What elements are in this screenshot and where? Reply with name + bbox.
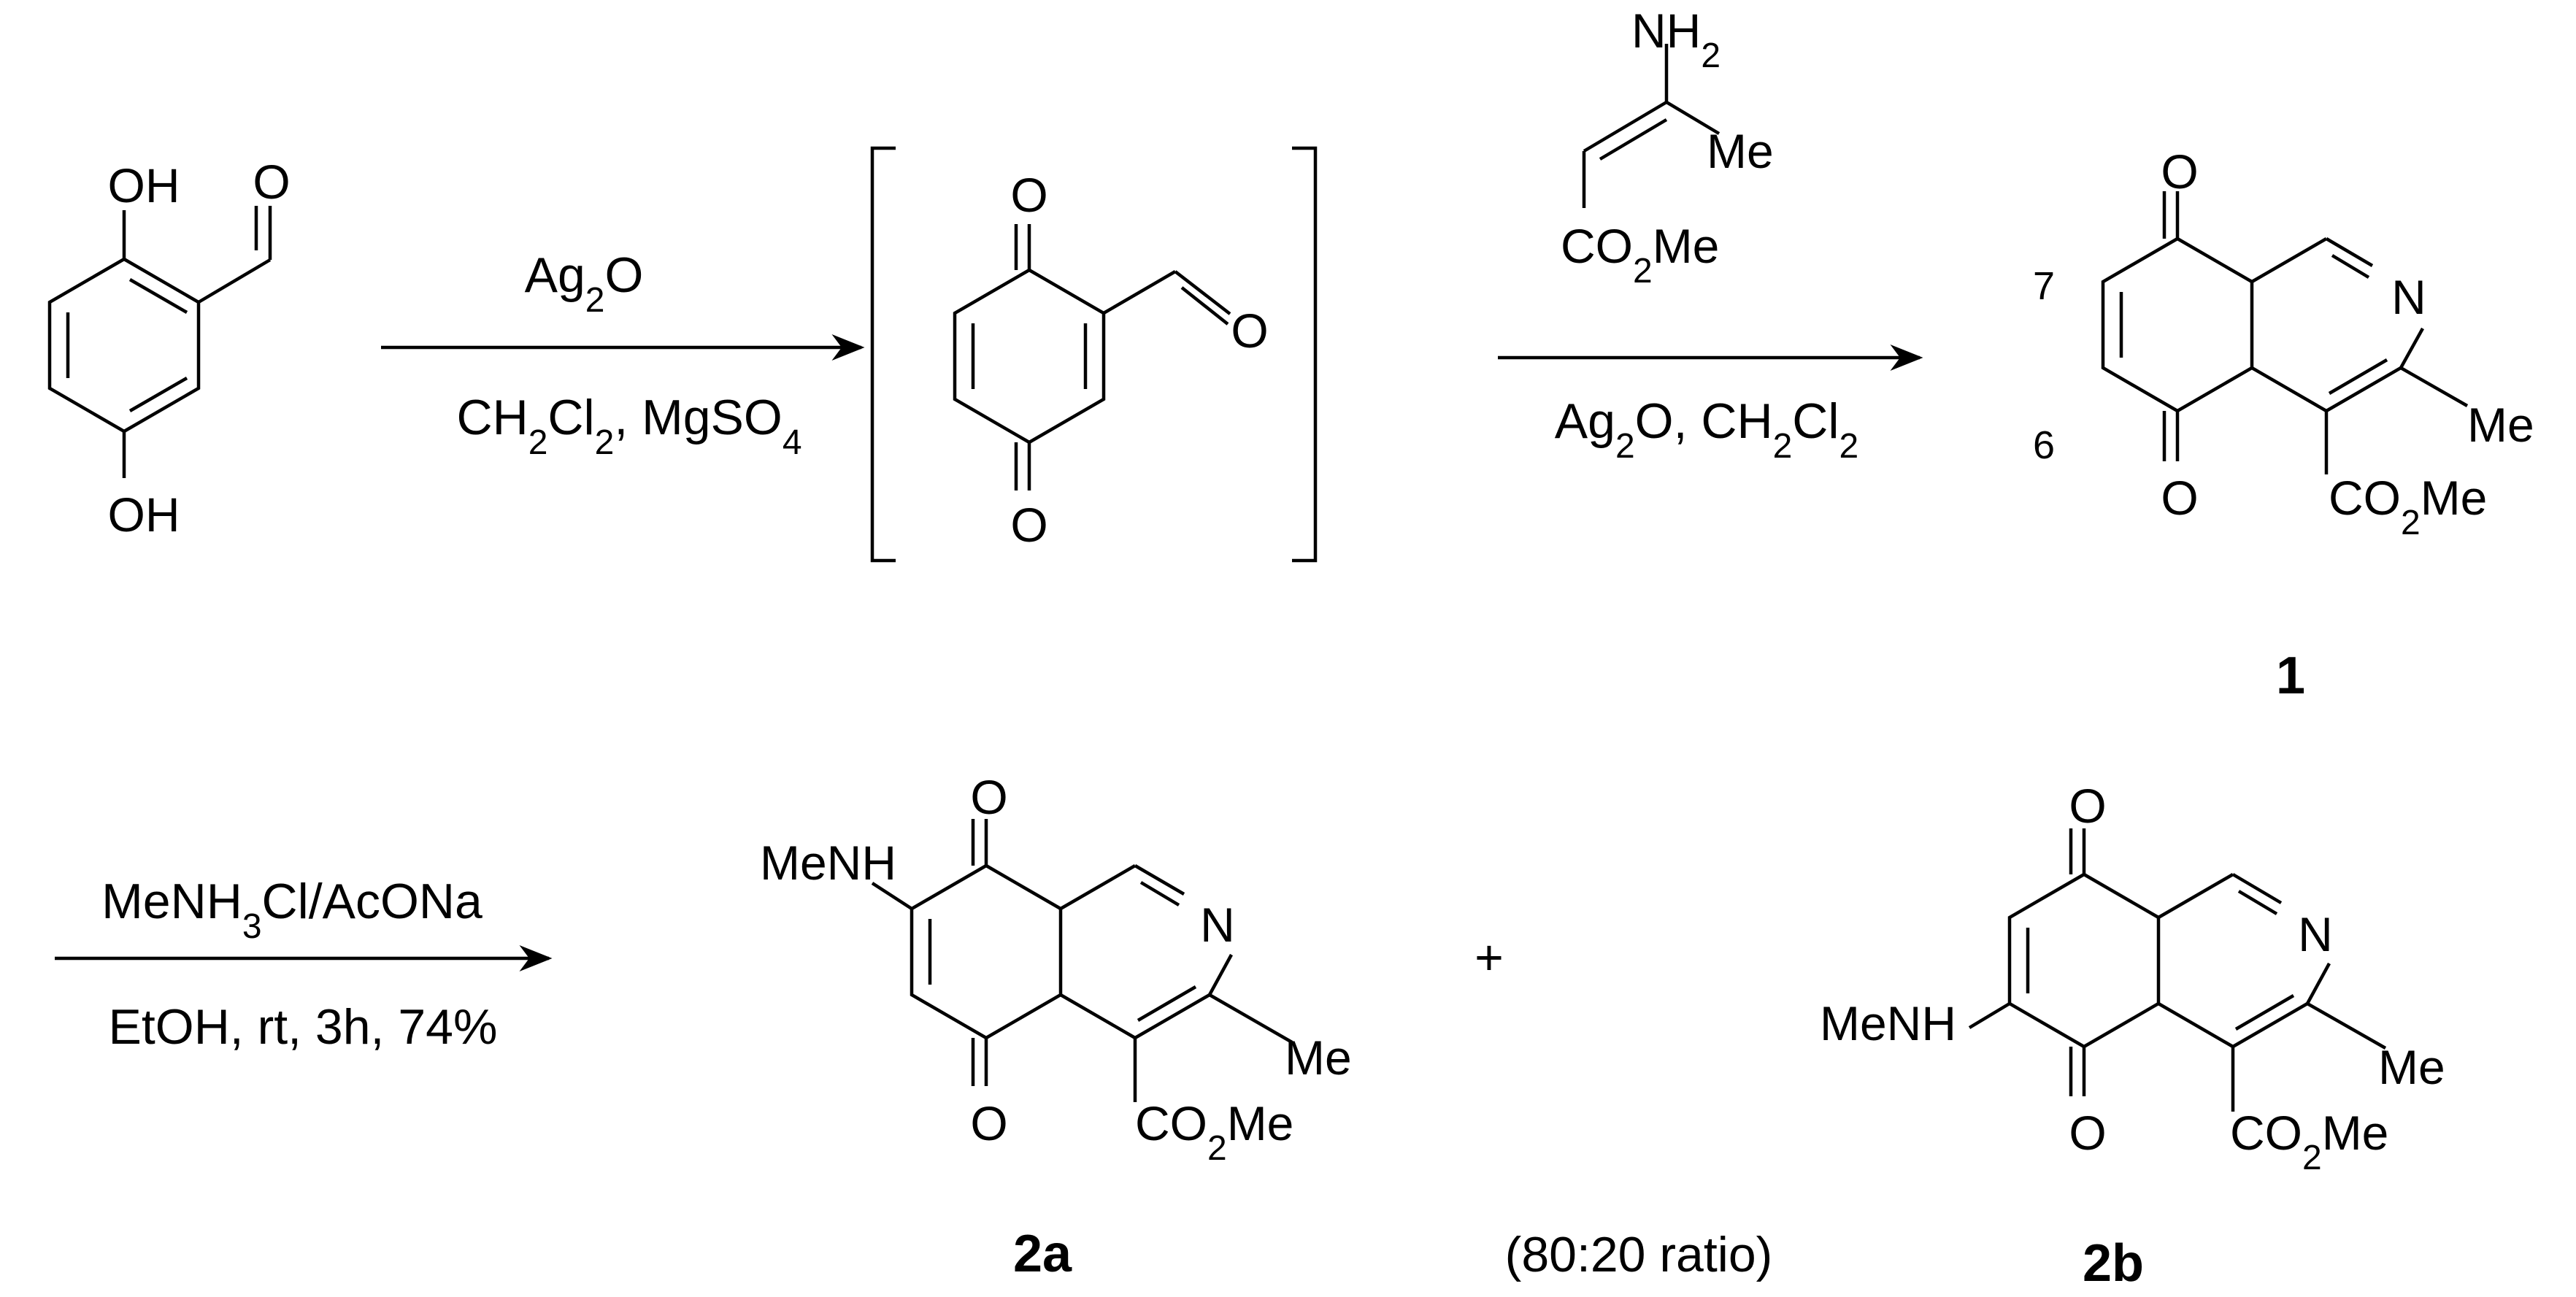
conditions-below-arrow-2: Ag2O, CH2Cl2	[1555, 393, 1858, 466]
compound-1-nitrogen-label: N	[2391, 270, 2426, 324]
intermediate-o-top-label: O	[1010, 168, 1047, 222]
compound-2b-o-top-label: O	[2069, 779, 2106, 833]
reaction-step-1: Ag2O CH2Cl2, MgSO4	[381, 247, 865, 462]
compound-2a-o-top-label: O	[970, 770, 1007, 824]
compound-2b-number: 2b	[2083, 1234, 2144, 1293]
compound-2a-number: 2a	[1013, 1225, 1072, 1283]
hydroxyl-top-label: OH	[108, 158, 180, 212]
conditions-below-arrow-1: CH2Cl2, MgSO4	[456, 390, 801, 462]
intermediate-o-bottom-label: O	[1010, 498, 1047, 552]
position-7-label: 7	[2033, 264, 2055, 308]
compound-2b-methyl-label: Me	[2378, 1040, 2445, 1094]
compound-2a-o-bottom-label: O	[970, 1096, 1007, 1150]
compound-1-ester-label: CO2Me	[2329, 471, 2487, 542]
enamine-reagent: NH2 Me CO2Me	[1561, 4, 1774, 290]
compound-2a-nitrogen-label: N	[1200, 898, 1235, 952]
intermediate-quinone: O O O	[870, 146, 1318, 563]
compound-2a-amine-label: MeNH	[760, 836, 896, 890]
plus-sign: +	[1475, 930, 1504, 985]
reagent-above-arrow-3: MeNH3Cl/AcONa	[101, 874, 482, 946]
compound-2b-nitrogen-label: N	[2298, 907, 2333, 961]
aldehyde-oxygen-label: O	[253, 155, 290, 209]
reaction-step-2: NH2 Me CO2Me Ag2O, CH2Cl2	[1498, 4, 1923, 466]
ratio-label: (80:20 ratio)	[1505, 1227, 1773, 1282]
position-6-label: 6	[2033, 423, 2055, 467]
compound-1-o-bottom-label: O	[2161, 471, 2198, 525]
compound-2a-ester-label: CO2Me	[1135, 1096, 1293, 1168]
reagent-above-arrow-1: Ag2O	[525, 247, 644, 320]
compound-1-o-top-label: O	[2161, 145, 2198, 199]
hydroxyl-bottom-label: OH	[108, 488, 180, 542]
reaction-step-3: MeNH3Cl/AcONa EtOH, rt, 3h, 74%	[55, 874, 553, 1055]
amine-nh2-label: NH2	[1631, 4, 1720, 75]
starting-material: OH OH O	[47, 155, 291, 542]
conditions-below-arrow-3: EtOH, rt, 3h, 74%	[109, 999, 498, 1055]
compound-1-number: 1	[2276, 647, 2305, 705]
compound-1: O O N Me CO2Me 7 6 1	[2033, 145, 2534, 705]
compound-1-methyl-label: Me	[2467, 398, 2534, 452]
compound-2b: O O N Me CO2Me MeNH 2b	[1820, 779, 2445, 1293]
compound-2a: O O N Me CO2Me MeNH 2a	[760, 770, 1352, 1283]
amine-methyl-label: Me	[1707, 124, 1774, 178]
compound-2a-methyl-label: Me	[1285, 1031, 1352, 1085]
intermediate-aldehyde-o-label: O	[1231, 304, 1268, 358]
compound-2b-amine-label: MeNH	[1820, 996, 1956, 1050]
compound-2b-ester-label: CO2Me	[2230, 1106, 2388, 1177]
amine-ester-label: CO2Me	[1561, 219, 1719, 290]
compound-2b-o-bottom-label: O	[2069, 1106, 2106, 1160]
